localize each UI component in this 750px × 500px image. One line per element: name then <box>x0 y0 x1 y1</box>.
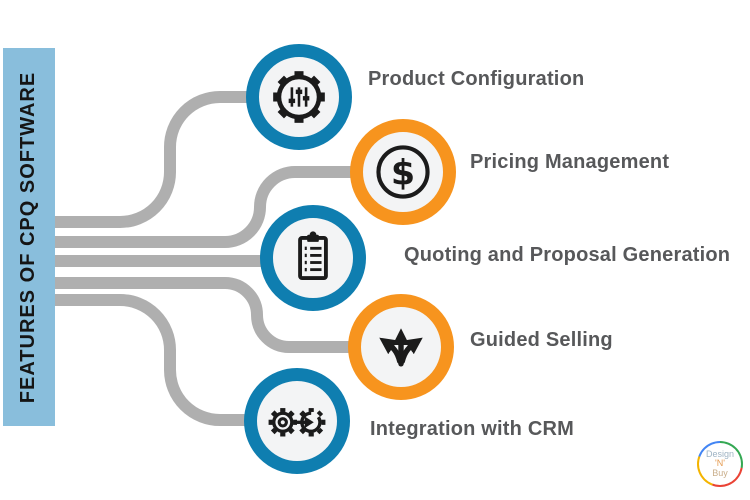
feature-label-guided-selling: Guided Selling <box>470 329 613 351</box>
logo-line-3: Buy <box>712 467 728 478</box>
logo-ring: Design 'N' Buy <box>697 441 743 487</box>
svg-text:$: $ <box>391 153 415 193</box>
dollar-circle-icon: $ <box>376 145 430 199</box>
feature-node-guided-selling <box>348 294 454 400</box>
checklist-clipboard-icon <box>298 231 328 280</box>
feature-label-product-configuration: Product Configuration <box>368 68 585 90</box>
connector-line-4 <box>55 277 354 353</box>
feature-node-quoting-proposal <box>260 205 366 311</box>
feature-label-quoting-proposal: Quoting and Proposal Generation <box>404 244 731 266</box>
feature-label-integration-crm: Integration with CRM <box>370 418 574 440</box>
feature-node-product-configuration <box>246 44 352 150</box>
gears-integration-icon <box>268 408 326 437</box>
connector-line-5 <box>55 294 252 426</box>
logo-line-2: 'N' <box>715 458 725 469</box>
logo-line-1: Design <box>705 448 734 459</box>
feature-label-pricing-management: Pricing Management <box>470 151 670 173</box>
brand-logo: Design 'N' Buy <box>697 441 743 487</box>
title-bar: FEATURES OF CPQ SOFTWARE <box>3 48 55 426</box>
feature-node-integration-crm <box>244 368 350 474</box>
three-way-arrows-icon <box>379 328 423 367</box>
connector-line-1 <box>55 91 252 228</box>
feature-node-pricing-management: $ <box>350 119 456 225</box>
settings-gear-icon <box>273 71 325 123</box>
connector-line-2 <box>55 166 354 248</box>
logo-text: Design 'N' Buy <box>699 443 741 485</box>
